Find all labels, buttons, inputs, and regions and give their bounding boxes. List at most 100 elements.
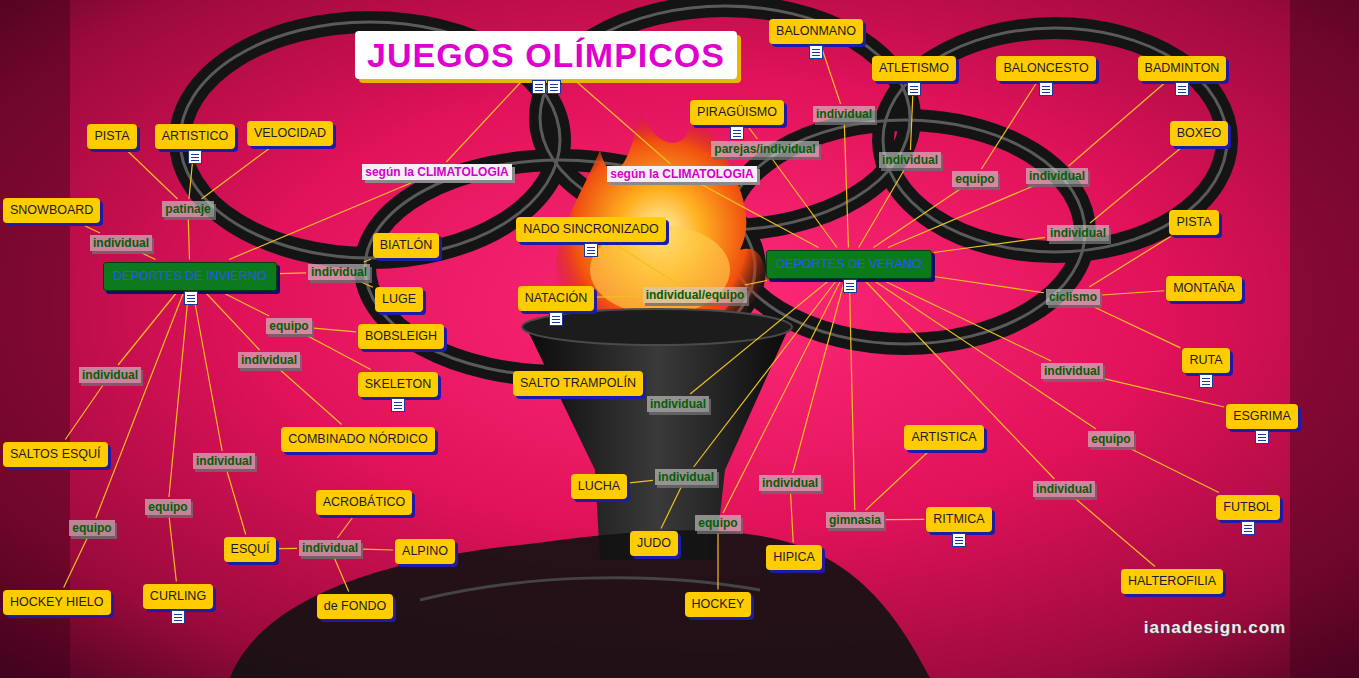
connector-line [888, 186, 1033, 248]
connector [888, 186, 1033, 248]
linking-phrase: individual [1047, 225, 1109, 241]
node-text: individual [650, 397, 706, 411]
resource-icon [730, 126, 744, 140]
linking-phrase: individual [647, 396, 709, 412]
concept-box: de FONDO [317, 594, 394, 619]
resource-icon [1039, 82, 1053, 96]
connector-line [614, 244, 679, 286]
node-text: equipo [698, 516, 737, 530]
icon-line [552, 322, 560, 323]
node-text: SNOWBOARD [10, 203, 93, 218]
node-text: RUTA [1189, 353, 1222, 368]
connector-line [596, 296, 640, 298]
connector [934, 237, 1045, 252]
concept-box: ARTISTICO [155, 124, 235, 149]
concept-box: SALTO TRAMPOLÍN [513, 371, 643, 396]
resource-icon [171, 610, 185, 624]
resource-icon [907, 82, 921, 96]
connector [65, 385, 103, 440]
connector-line [821, 46, 841, 105]
node-text: HIPICA [773, 550, 815, 565]
node-text: individual/equipo [646, 288, 745, 302]
icon-line [846, 283, 854, 284]
connector-line [844, 124, 848, 248]
connector-line [981, 83, 1036, 170]
linking-phrase: equipo [69, 520, 114, 536]
linking-phrase: individual [759, 475, 821, 491]
connector-line [193, 293, 222, 452]
concept-box: BOBSLEIGH [358, 324, 444, 349]
linking-phrase: equipo [266, 318, 311, 334]
connector [772, 159, 837, 248]
node-text: MONTAÑA [1173, 281, 1235, 296]
concept-box: BIATLÓN [373, 233, 440, 258]
connector-line [206, 293, 260, 351]
icon-line [187, 301, 195, 302]
icon-line [174, 617, 182, 618]
connector-line [717, 533, 718, 590]
connector [701, 184, 819, 248]
connector [821, 46, 841, 105]
icon-line [191, 160, 199, 161]
connector-line [334, 558, 348, 592]
connector [206, 293, 260, 351]
connector [865, 281, 1055, 480]
resource-icon [843, 279, 857, 293]
node-text: según la CLIMATOLOGIA [610, 167, 754, 181]
connector [717, 533, 718, 590]
icon-line [1258, 437, 1266, 438]
concept-box: SNOWBOARD [3, 198, 100, 223]
node-text: según la CLIMATOLOGIA [365, 165, 509, 179]
connector-line [865, 281, 1055, 480]
icon-line [910, 92, 918, 93]
connector-line [446, 81, 521, 162]
concept-box: HALTEROFILIA [1121, 569, 1223, 594]
node-text: JUEGOS OLÍMPICOS [367, 35, 725, 75]
resource-icon [184, 291, 198, 305]
resource-icon [188, 150, 202, 164]
resource-icon [809, 45, 823, 59]
icon-line [535, 90, 543, 91]
node-text: SALTO TRAMPOLÍN [520, 376, 636, 391]
node-text: equipo [148, 500, 187, 514]
connector-line [278, 548, 297, 549]
connector-line [866, 452, 929, 511]
connector-line [169, 293, 188, 498]
node-text: individual [241, 353, 297, 367]
connector [169, 293, 188, 498]
node-text: FUTBOL [1223, 500, 1272, 515]
connector [227, 471, 246, 535]
watermark: ianadesign.com [1144, 618, 1286, 638]
concept-box: ESQUÍ [224, 537, 277, 562]
node-text: equipo [955, 172, 994, 186]
connector-line [873, 189, 960, 248]
connector-line [82, 225, 100, 234]
concept-box: MONTAÑA [1166, 276, 1242, 301]
connector-line [745, 281, 767, 286]
linking-phrase: individual [1026, 168, 1088, 184]
icon-line [1244, 531, 1252, 532]
title-concept: JUEGOS OLÍMPICOS [355, 31, 737, 79]
resource-icon [1255, 430, 1269, 444]
connector [1094, 307, 1180, 348]
icon-line [733, 133, 741, 134]
linking-phrase: individual [193, 453, 255, 469]
connector [745, 281, 767, 286]
concept-box: PISTA [87, 124, 136, 149]
concept-box: FUTBOL [1216, 495, 1279, 520]
icon-line [187, 295, 195, 296]
connector-line [644, 396, 645, 397]
concept-box: VELOCIDAD [247, 121, 333, 146]
connector [364, 259, 371, 262]
backdrop-band [0, 0, 70, 678]
connector [849, 281, 854, 511]
resource-icon [1199, 374, 1213, 388]
node-text: ARTISTICA [911, 430, 976, 445]
node-text: patinaje [165, 202, 210, 216]
concept-box: RUTA [1182, 348, 1229, 373]
node-text: ATLETISMO [879, 61, 949, 76]
concept-box: HIPICA [766, 545, 822, 570]
connector-line [1094, 307, 1180, 348]
icon-line [1042, 86, 1050, 87]
connector-line [361, 282, 373, 287]
